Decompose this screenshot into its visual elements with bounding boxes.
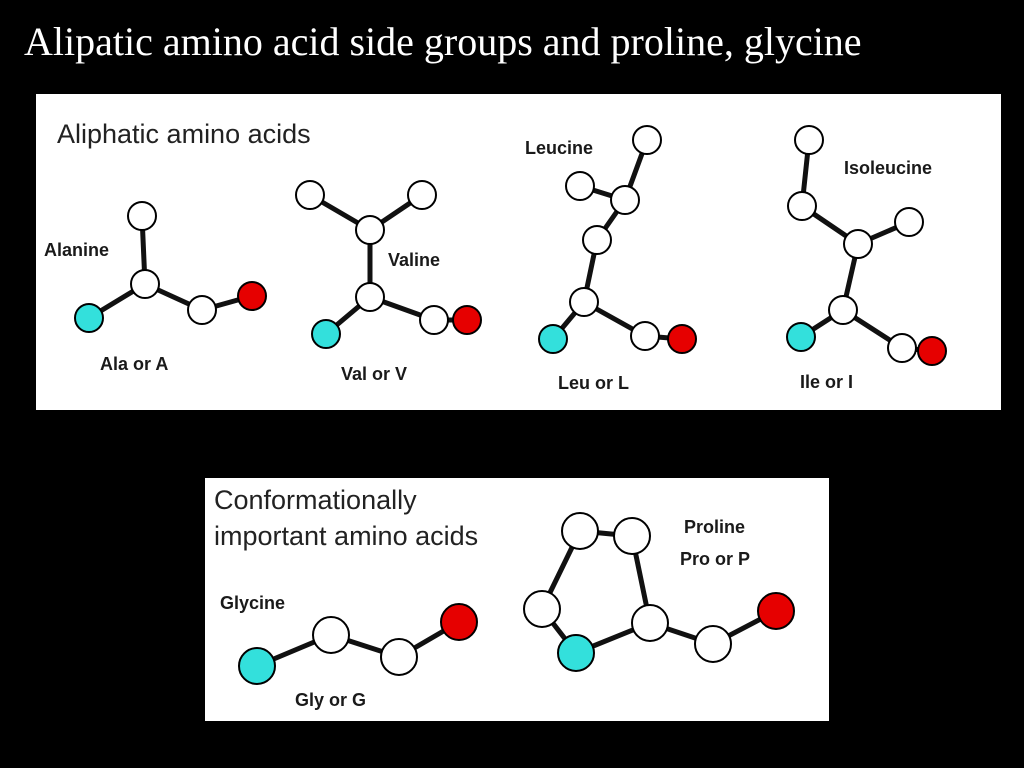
oxygen-atom — [917, 336, 947, 366]
nitrogen-atom — [557, 634, 595, 672]
carbon-atom — [610, 185, 640, 215]
oxygen-atom — [667, 324, 697, 354]
isoleucine-label: Isoleucine — [844, 158, 933, 178]
proline-code: Pro or P — [680, 549, 751, 569]
leucine-code: Leu or L — [558, 373, 629, 393]
carbon-atom — [630, 321, 660, 351]
aliphatic-panel: Aliphatic amino acids Alanine Ala or A V… — [36, 94, 1001, 410]
carbon-atom — [355, 215, 385, 245]
nitrogen-atom — [74, 303, 104, 333]
valine-label: Valine — [388, 250, 441, 270]
glycine-molecule — [238, 603, 478, 685]
carbon-atom — [631, 604, 669, 642]
carbon-atom — [130, 269, 160, 299]
proline-label: Proline — [684, 517, 746, 537]
carbon-atom — [694, 625, 732, 663]
carbon-atom — [794, 125, 824, 155]
nitrogen-atom — [311, 319, 341, 349]
carbon-atom — [187, 295, 217, 325]
alanine-label: Alanine — [44, 240, 110, 260]
valine-code: Val or V — [341, 364, 408, 384]
proline-molecule — [523, 512, 795, 672]
alanine-molecule — [74, 201, 267, 333]
nitrogen-atom — [538, 324, 568, 354]
oxygen-atom — [440, 603, 478, 641]
carbon-atom — [582, 225, 612, 255]
nitrogen-atom — [786, 322, 816, 352]
conformational-molecules-diagram — [238, 512, 795, 685]
glycine-code: Gly or G — [295, 690, 367, 710]
oxygen-atom — [237, 281, 267, 311]
carbon-atom — [407, 180, 437, 210]
carbon-atom — [312, 616, 350, 654]
leucine-label: Leucine — [525, 138, 594, 158]
carbon-atom — [887, 333, 917, 363]
alanine-code: Ala or A — [100, 354, 169, 374]
carbon-atom — [127, 201, 157, 231]
carbon-atom — [419, 305, 449, 335]
carbon-atom — [613, 517, 651, 555]
oxygen-atom — [452, 305, 482, 335]
carbon-atom — [569, 287, 599, 317]
carbon-atom — [295, 180, 325, 210]
conformational-heading-line2: important amino acids — [214, 521, 479, 551]
carbon-atom — [632, 125, 662, 155]
carbon-atom — [843, 229, 873, 259]
carbon-atom — [561, 512, 599, 550]
conformational-heading-line1: Conformationally — [214, 485, 417, 515]
oxygen-atom — [757, 592, 795, 630]
isoleucine-code: Ile or I — [800, 372, 854, 392]
carbon-atom — [894, 207, 924, 237]
aliphatic-molecules-diagram — [74, 125, 947, 366]
valine-molecule — [295, 180, 482, 349]
carbon-atom — [355, 282, 385, 312]
aliphatic-heading: Aliphatic amino acids — [57, 119, 311, 149]
conformational-panel: Conformationally important amino acids G… — [205, 478, 829, 721]
carbon-atom — [523, 590, 561, 628]
carbon-atom — [787, 191, 817, 221]
nitrogen-atom — [238, 647, 276, 685]
slide-title: Alipatic amino acid side groups and prol… — [24, 19, 862, 64]
carbon-atom — [565, 171, 595, 201]
carbon-atom — [380, 638, 418, 676]
isoleucine-molecule — [786, 125, 947, 366]
leucine-molecule — [538, 125, 697, 354]
carbon-atom — [828, 295, 858, 325]
glycine-label: Glycine — [220, 593, 286, 613]
